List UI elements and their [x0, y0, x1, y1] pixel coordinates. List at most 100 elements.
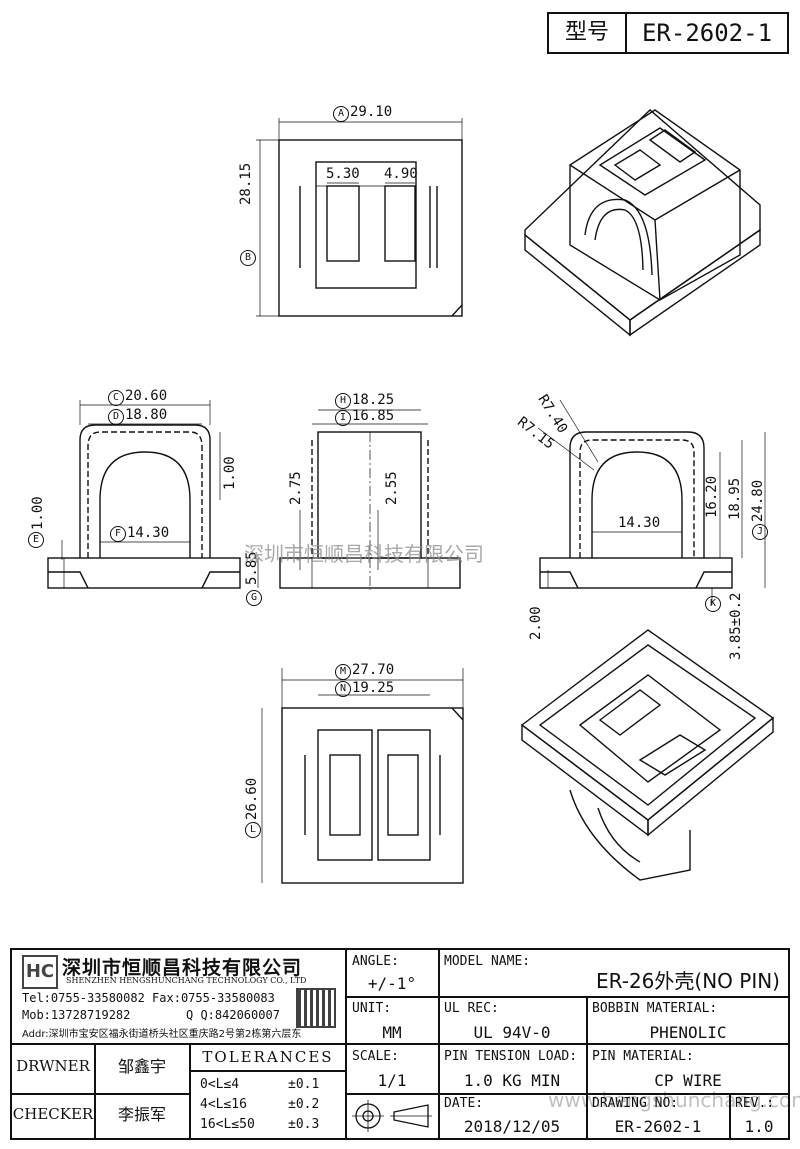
tb-divider-4	[729, 1093, 731, 1139]
ul-value: UL 94V-0	[473, 1023, 551, 1042]
dim-l: 26.60	[244, 777, 260, 820]
tb-hline-1	[346, 996, 789, 998]
marker-n: N	[335, 681, 351, 697]
technical-drawing	[47, 109, 775, 884]
tb-hline-4	[11, 1043, 346, 1045]
marker-b: B	[240, 250, 256, 266]
marker-k: K	[705, 596, 721, 612]
dim-j: 24.80	[750, 479, 766, 522]
company-tel: Tel:0755-33580082 Fax:0755-33580083	[22, 991, 275, 1005]
tol-value-3: ±0.3	[288, 1117, 320, 1132]
dim-h: 18.25	[352, 392, 395, 408]
watermark-company: 深圳市恒顺昌科技有限公司	[244, 542, 484, 566]
drwner-value: 邹鑫宇	[117, 1057, 166, 1076]
iso-view-top	[524, 109, 761, 337]
date-label: DATE:	[444, 1096, 484, 1111]
dim-e: 1.00	[30, 496, 46, 530]
pin-tension-value: 1.0 KG MIN	[463, 1071, 561, 1090]
model-header-box: 型号 ER-2602-1	[547, 12, 789, 54]
qr-code-icon	[296, 988, 336, 1028]
checker-label: CHECKER	[12, 1105, 94, 1123]
marker-i: I	[335, 410, 351, 426]
tolerances-label: TOLERANCES	[202, 1048, 334, 1066]
dim-200: 2.00	[528, 606, 544, 640]
dim-c: 20.60	[125, 388, 168, 404]
marker-m: M	[335, 664, 351, 680]
drawing-no-label: DRAWING NO:	[592, 1096, 679, 1111]
dim-m: 27.70	[352, 662, 395, 678]
pin-material-value: CP WIRE	[654, 1071, 722, 1090]
tol-range-3: 16<L≤50	[200, 1117, 255, 1132]
dim-a: 29.10	[350, 104, 393, 120]
rev-value: 1.0	[744, 1117, 774, 1136]
marker-f: F	[110, 526, 126, 542]
bottom-view	[261, 668, 464, 884]
tb-hline-6	[190, 1070, 346, 1072]
dim-w2: 4.90	[384, 166, 418, 182]
dim-275: 2.75	[288, 471, 304, 505]
company-mob: Mob:13728719282	[22, 1008, 131, 1022]
angle-value: +/-1°	[367, 974, 417, 993]
company-name-en: SHENZHEN HENGSHUNCHANG TECHNOLOGY CO., L…	[66, 976, 307, 985]
angle-label: ANGLE:	[352, 954, 399, 969]
dim-n: 19.25	[352, 680, 395, 696]
unit-label: UNIT:	[352, 1001, 392, 1016]
right-view	[537, 399, 766, 605]
tb-hline-5	[11, 1093, 189, 1095]
dim-i: 16.85	[352, 408, 395, 424]
model-name-label: MODEL NAME:	[444, 954, 531, 969]
drawing-no-value: ER-2602-1	[614, 1117, 702, 1136]
dim-k: 3.85±0.2	[728, 592, 744, 660]
tb-hline-2	[346, 1043, 789, 1045]
marker-h: H	[335, 393, 351, 409]
rev-label: REV.:	[735, 1096, 775, 1111]
checker-value: 李振军	[117, 1105, 166, 1124]
marker-c: C	[108, 390, 124, 406]
tol-value-2: ±0.2	[288, 1097, 320, 1112]
iso-view-bottom	[520, 629, 775, 881]
watermark-url: www.hengshunchang.com	[548, 1088, 800, 1112]
tol-range-1: 0<L≤4	[200, 1077, 240, 1092]
scale-label: SCALE:	[352, 1049, 399, 1064]
bobbin-value: PHENOLIC	[649, 1023, 727, 1042]
dim-f: 14.30	[127, 525, 170, 541]
company-addr: Addr:深圳市宝安区福永街道桥头社区重庆路2号第2栋第六层东	[22, 1029, 302, 1040]
front-view	[47, 400, 259, 589]
projection-symbol-icon	[352, 1100, 432, 1132]
drwner-label: DRWNER	[16, 1057, 90, 1075]
pin-tension-label: PIN TENSION LOAD:	[444, 1049, 578, 1064]
dim-w1: 5.30	[326, 166, 360, 182]
bobbin-label: BOBBIN MATERIAL:	[592, 1001, 718, 1016]
ul-label: UL REC:	[444, 1001, 499, 1016]
tb-vline-5	[94, 1044, 96, 1139]
dim-b: 28.15	[238, 162, 254, 205]
marker-a: A	[333, 106, 349, 122]
marker-g: G	[246, 590, 262, 606]
date-value: 2018/12/05	[463, 1117, 561, 1136]
tb-vline-6	[189, 1044, 191, 1139]
dim-v100: 1.00	[222, 456, 238, 490]
model-header-label: 型号	[549, 14, 627, 52]
top-view	[256, 118, 463, 317]
marker-d: D	[108, 409, 124, 425]
dim-d: 18.80	[125, 407, 168, 423]
marker-e: E	[28, 532, 44, 548]
tol-range-2: 4<L≤16	[200, 1097, 247, 1112]
pin-material-label: PIN MATERIAL:	[592, 1049, 694, 1064]
dim-1895: 18.95	[727, 477, 743, 520]
company-name-cn: 深圳市恒顺昌科技有限公司	[62, 957, 303, 979]
model-header-value: ER-2602-1	[641, 19, 773, 47]
dim-255: 2.55	[384, 471, 400, 505]
tb-divider-3	[586, 996, 588, 1139]
side-view	[279, 409, 461, 590]
marker-j: J	[752, 524, 768, 540]
tol-value-1: ±0.1	[288, 1077, 320, 1092]
company-qq: Q Q:842060007	[186, 1008, 280, 1022]
company-logo: HC	[22, 955, 58, 989]
dim-1620: 16.20	[704, 475, 720, 518]
tb-hline-3	[346, 1093, 789, 1095]
scale-value: 1/1	[377, 1071, 407, 1090]
unit-value: MM	[382, 1023, 402, 1042]
model-name-value: ER-26外壳(NO PIN)	[596, 969, 780, 993]
dim-1430: 14.30	[618, 515, 661, 531]
